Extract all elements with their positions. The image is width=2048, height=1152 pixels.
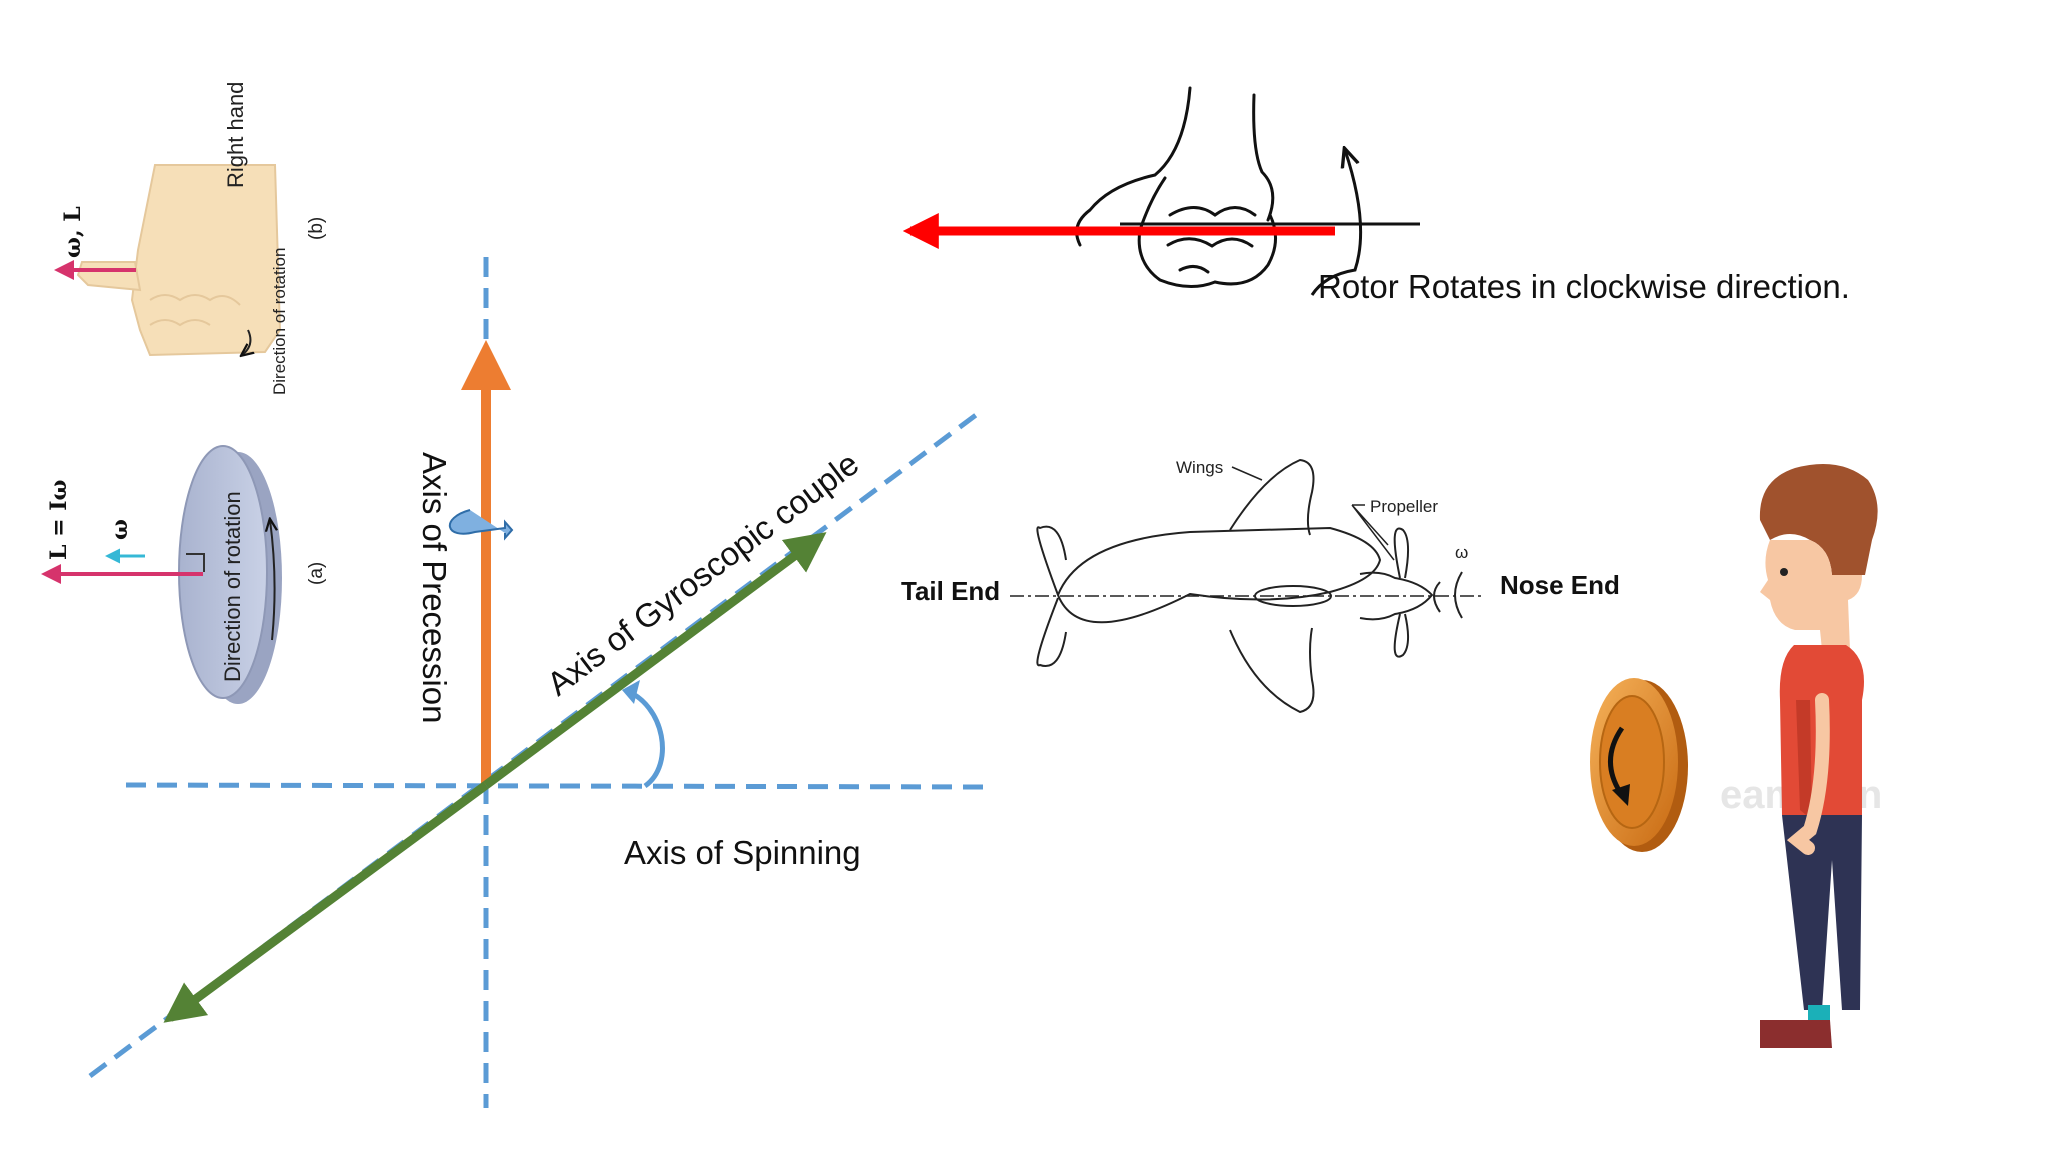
axis-of-gyroscopic-couple-label: Axis of Gyroscopic couple	[540, 445, 865, 703]
propeller-label: Propeller	[1370, 497, 1438, 516]
wings-leader-line	[1231, 466, 1263, 481]
coin-icon	[1590, 678, 1688, 852]
right-hand-rule-figure: Right hand ω, L Direction of rotation (b…	[41, 82, 327, 704]
disc-rotation-arrow	[270, 520, 275, 641]
rotor-fist-figure: Rotor Rotates in clockwise direction.	[902, 86, 1850, 305]
wings-label: Wings	[1176, 458, 1223, 477]
panel-b-label: (b)	[306, 217, 327, 240]
omega-a-label: ω	[107, 519, 133, 540]
axis-of-precession-label: Axis of Precession	[416, 452, 453, 723]
direction-of-rotation-a-label: Direction of rotation	[220, 491, 245, 682]
axis-of-spinning-label: Axis of Spinning	[624, 834, 861, 871]
panel-a-label: (a)	[306, 562, 327, 585]
angle-curl-arrow-head	[622, 680, 640, 704]
right-angle-mark	[186, 553, 205, 572]
rotor-rotation-arrow	[1310, 150, 1363, 296]
aircraft-figure: Wings Propeller ω Tail End Nose End	[901, 458, 1620, 714]
person-with-rotor-figure: eamdein	[1590, 464, 1882, 1048]
horizontal-dashed-axis	[125, 782, 986, 790]
rotation-curl-arrow	[242, 329, 250, 355]
precession-curl-arrow	[449, 509, 514, 541]
omega-l-label: ω, L	[60, 206, 86, 258]
propeller-omega-label: ω	[1455, 543, 1468, 562]
propeller-leader-branch	[1351, 504, 1395, 561]
spinning-disc-icon	[178, 445, 282, 704]
angle-curl-arrow	[624, 687, 665, 789]
direction-of-rotation-b-label: Direction of rotation	[270, 248, 289, 395]
fist-icon	[1075, 86, 1277, 288]
nose-end-label: Nose End	[1500, 570, 1620, 600]
person-icon	[1759, 464, 1878, 1048]
right-hand-label: Right hand	[223, 82, 248, 188]
gyroscopic-couple-arrow-lower	[163, 781, 489, 1023]
rotor-rotates-note: Rotor Rotates in clockwise direction.	[1318, 268, 1850, 305]
gyroscopic-couple-arrow-upper	[483, 532, 827, 789]
tail-end-label: Tail End	[901, 576, 1000, 606]
aircraft-icon	[1036, 458, 1463, 714]
right-hand-icon	[76, 164, 282, 357]
formula-l-equals-i-omega-label: L = Iω	[46, 479, 72, 560]
